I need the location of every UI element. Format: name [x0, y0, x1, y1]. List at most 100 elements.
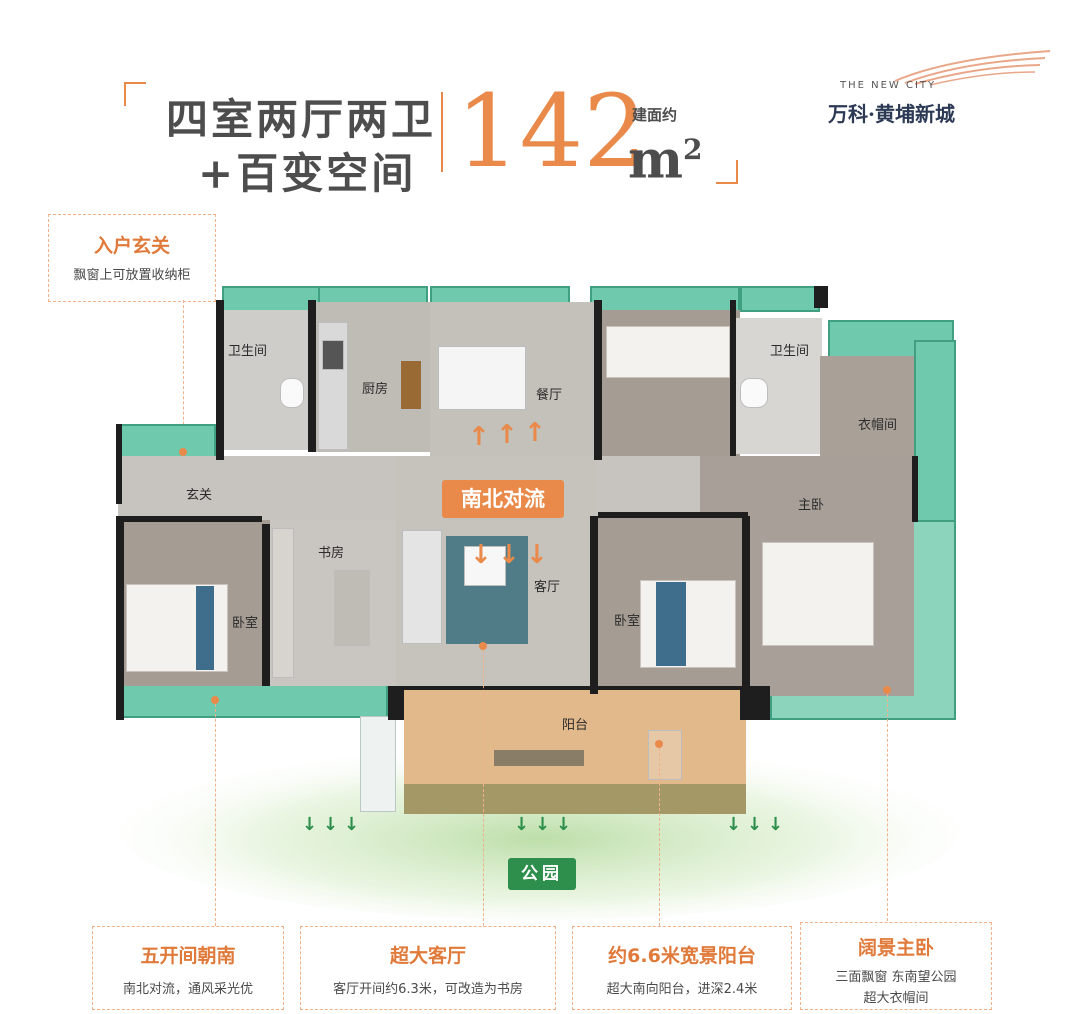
- flow-up-arrow-icon: ↑: [524, 418, 546, 448]
- room-label-master: 主卧: [798, 498, 825, 513]
- callout-master-leader: [887, 694, 888, 926]
- room-label-bedroom-left: 卧室: [232, 616, 259, 631]
- wall: [116, 424, 122, 504]
- park-badge: 公园: [508, 858, 576, 890]
- window-top-left: [222, 286, 322, 312]
- callout-dot-balcony: [655, 740, 663, 748]
- callout-entry: 入户玄关 飘窗上可放置收纳柜: [48, 214, 216, 302]
- toilet-left: [280, 378, 304, 408]
- study-desk: [334, 570, 370, 646]
- balcony-side-rail: [360, 716, 396, 812]
- window-right-side: [914, 340, 956, 530]
- park-down-arrow-icon: ↓: [556, 814, 572, 835]
- park-down-arrow-icon: ↓: [726, 814, 742, 835]
- wall: [116, 516, 124, 720]
- sofa: [402, 530, 442, 644]
- callout-balcony: 约6.6米宽景阳台 超大南向阳台，进深2.4米: [572, 926, 792, 1010]
- bed-left-blanket: [196, 586, 214, 670]
- wall: [388, 686, 404, 720]
- wall: [594, 300, 602, 460]
- wall: [598, 512, 748, 518]
- wall: [740, 686, 770, 720]
- callout-living: 超大客厅 客厅开间约6.3米，可改造为书房: [300, 926, 556, 1010]
- callout-south-leader: [215, 704, 216, 926]
- bed-master: [762, 542, 874, 646]
- window-top-bedroom: [590, 286, 740, 312]
- callout-entry-desc: 飘窗上可放置收纳柜: [73, 268, 191, 283]
- callout-master-desc1: 三面飘窗 东南望公园: [835, 970, 957, 985]
- park-down-arrow-icon: ↓: [535, 814, 551, 835]
- flow-down-arrow-icon: ↓: [498, 540, 520, 570]
- wall: [216, 300, 224, 460]
- kitchen-island: [400, 360, 422, 410]
- callout-entry-title: 入户玄关: [93, 235, 170, 257]
- wall: [404, 686, 740, 690]
- callout-south: 五开间朝南 南北对流，通风采光优: [92, 926, 284, 1010]
- callout-entry-leader: [183, 300, 184, 450]
- park-down-arrow-icon: ↓: [302, 814, 318, 835]
- wall: [730, 300, 736, 456]
- study-shelf: [272, 528, 294, 678]
- callout-south-title: 五开间朝南: [140, 945, 236, 967]
- callout-south-desc: 南北对流，通风采光优: [122, 982, 253, 997]
- wall: [912, 456, 918, 522]
- flow-up-arrow-icon: ↑: [496, 420, 518, 450]
- layout-subtitle: +百变空间: [198, 149, 417, 198]
- floor-closet: [820, 356, 914, 456]
- bed-mid-blanket: [656, 582, 686, 666]
- callout-master-desc2: 超大衣帽间: [863, 991, 929, 1006]
- title-bracket-left: [124, 82, 146, 106]
- room-label-bath-left: 卫生间: [228, 344, 268, 359]
- room-label-bath-right: 卫生间: [770, 344, 810, 359]
- park-down-arrow-icon: ↓: [768, 814, 784, 835]
- park-down-arrow-icon: ↓: [514, 814, 530, 835]
- room-label-balcony: 阳台: [562, 718, 589, 733]
- park-down-arrow-icon: ↓: [344, 814, 360, 835]
- title-divider: [441, 92, 443, 172]
- flow-down-arrow-icon: ↓: [470, 540, 492, 570]
- park-down-arrow-icon: ↓: [323, 814, 339, 835]
- callout-dot-entry: [179, 448, 187, 456]
- wall: [814, 286, 828, 308]
- wall: [262, 524, 270, 686]
- wall: [590, 516, 598, 694]
- brand-english-name: THE NEW CITY: [840, 80, 937, 91]
- balcony-plants: [404, 784, 746, 814]
- callout-balcony-leader: [659, 748, 660, 926]
- bed-mid: [640, 580, 736, 668]
- callout-dot-south: [211, 696, 219, 704]
- balcony-table: [648, 730, 682, 780]
- park-glow: [120, 740, 960, 920]
- wall: [742, 516, 750, 694]
- area-prefix: 建面约: [632, 106, 678, 124]
- room-label-living: 客厅: [534, 580, 561, 595]
- room-label-closet: 衣帽间: [858, 418, 898, 433]
- window-top-bath-right: [740, 286, 820, 312]
- window-entry: [118, 424, 216, 460]
- room-label-foyer: 玄关: [186, 488, 213, 503]
- area-value: 142: [456, 73, 647, 190]
- room-label-bedroom-mid: 卧室: [614, 614, 641, 629]
- brand-logo-wings-icon: [894, 50, 1051, 86]
- window-bottom-left: [118, 684, 388, 718]
- room-label-kitchen: 厨房: [362, 382, 389, 397]
- callout-dot-master: [883, 686, 891, 694]
- coffee-table: [464, 546, 506, 586]
- layout-title: 四室两厅两卫: [166, 95, 437, 144]
- callout-master-title: 阔景主卧: [857, 937, 934, 959]
- wall: [308, 300, 316, 452]
- callout-living-leader: [483, 650, 484, 926]
- callout-living-title: 超大客厅: [389, 945, 466, 967]
- flow-badge: 南北对流: [442, 480, 564, 518]
- area-unit: m2: [628, 129, 703, 191]
- title-bracket-right: [716, 160, 738, 184]
- brand-chinese-name: 万科·黄埔新城: [828, 102, 955, 126]
- balcony-exercise: [494, 750, 584, 766]
- callout-master: 阔景主卧 三面飘窗 东南望公园 超大衣帽间: [800, 922, 992, 1010]
- flow-down-arrow-icon: ↓: [526, 540, 548, 570]
- callout-balcony-title: 约6.6米宽景阳台: [608, 945, 756, 967]
- bed-top: [606, 326, 730, 378]
- room-label-study: 书房: [318, 546, 345, 561]
- callout-dot-living: [479, 642, 487, 650]
- park-down-arrow-icon: ↓: [747, 814, 763, 835]
